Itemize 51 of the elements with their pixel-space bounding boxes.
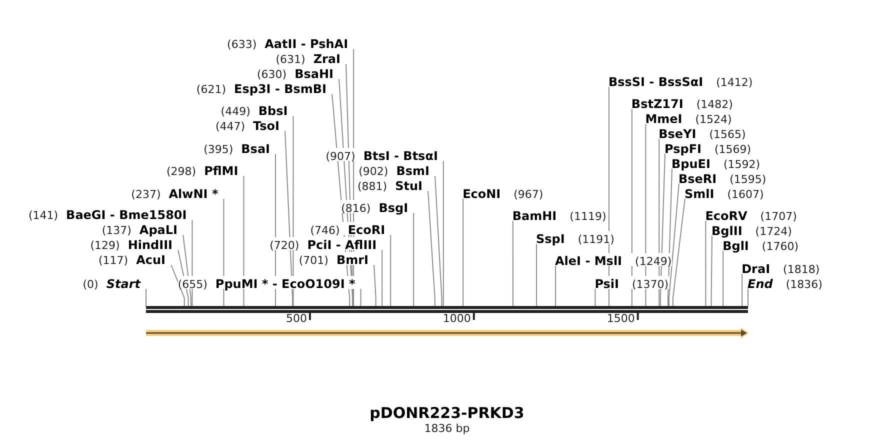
leader-line	[722, 250, 724, 306]
leader-line	[631, 108, 632, 306]
tick-label: 500	[286, 312, 307, 326]
site-label: (237) AlwNI *	[131, 186, 224, 198]
site-label: (816) BsgI	[341, 200, 414, 212]
leader-line	[170, 264, 185, 306]
site-label: (907) BtsI - BtsαI	[326, 148, 444, 160]
site-label: SspI (1191)	[536, 230, 614, 244]
site-label: (655) PpuMI * - EcoO109I *	[178, 276, 362, 288]
leader-line	[442, 160, 444, 306]
site-label: BglI (1760)	[722, 238, 798, 250]
leader-line	[462, 198, 464, 306]
leader-line	[223, 198, 224, 306]
site-label: BglII (1724)	[712, 222, 792, 236]
dna-backbone	[146, 306, 748, 313]
sequence-length: 1836 bp	[424, 422, 470, 436]
leader-line	[645, 123, 646, 306]
leader-line	[536, 243, 538, 306]
leader-line	[413, 212, 414, 306]
site-label: End (1836)	[748, 276, 822, 288]
leader-line	[284, 130, 294, 306]
leader-line	[382, 249, 383, 306]
site-label: (720) PciI - AflIII	[270, 236, 383, 250]
tick-label: 1500	[606, 312, 635, 326]
site-label: SmlI (1607)	[684, 186, 764, 198]
site-label: AleI - MslI (1249)	[555, 252, 672, 266]
leader-line	[374, 264, 376, 306]
leader-line	[390, 234, 392, 306]
leader-line	[360, 288, 362, 306]
site-label: PsiI (1370)	[594, 276, 669, 288]
site-label: (701) BmrI	[298, 252, 374, 264]
leader-line	[705, 220, 706, 306]
site-label: (633) AatII - PshAI	[227, 36, 354, 48]
site-label: (746) EcoRI	[310, 222, 392, 234]
tick-label: 1000	[442, 312, 471, 326]
leader-line	[428, 190, 436, 306]
leader-line	[668, 168, 672, 306]
leader-line	[710, 235, 712, 306]
leader-line	[594, 288, 596, 306]
leader-line	[742, 273, 743, 306]
leader-line	[292, 115, 294, 306]
diagram-title: pDONR223-PRKD3	[370, 404, 524, 422]
site-label: (298) PflMI	[166, 162, 244, 176]
site-label: (449) BbsI	[220, 102, 294, 116]
leader-line	[243, 175, 244, 306]
leader-line	[668, 183, 680, 306]
leader-line	[512, 220, 514, 306]
site-label: (129) HindIII	[90, 236, 178, 250]
leader-line	[555, 265, 556, 306]
leader-line	[672, 198, 686, 306]
leader-line	[434, 175, 442, 306]
